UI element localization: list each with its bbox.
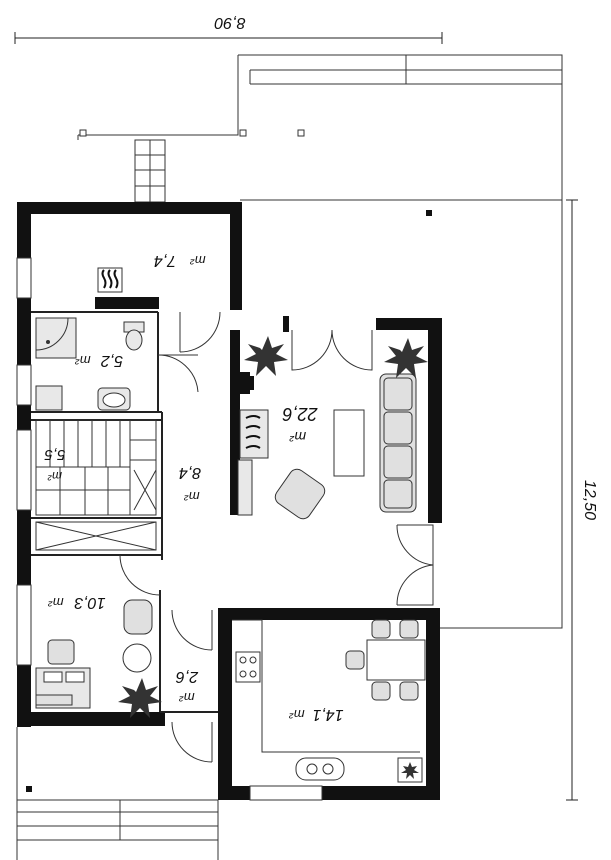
fireplace-icon xyxy=(239,409,269,459)
sink-icon xyxy=(295,757,345,781)
left-windows xyxy=(16,257,32,666)
armchair-icon xyxy=(274,468,326,520)
room-unit-office: m² xyxy=(48,595,64,610)
plant-icon xyxy=(118,678,162,718)
room-area-wc: 2,6 xyxy=(176,668,199,685)
chimney-grid xyxy=(134,139,166,203)
fireplace-bench xyxy=(237,459,253,516)
room-unit-stairs: m² xyxy=(47,469,62,483)
kitchen-window xyxy=(249,785,323,801)
round-table xyxy=(122,643,152,673)
room-area-utility: 7,4 xyxy=(154,252,176,269)
dining-table xyxy=(366,639,426,681)
column-marker xyxy=(426,210,432,216)
entrance-steps xyxy=(16,727,219,860)
room-unit-wc: m² xyxy=(179,690,195,705)
plant-icon xyxy=(244,336,428,378)
wardrobe-strip xyxy=(35,521,157,551)
column-marker xyxy=(26,786,32,792)
balcony-post xyxy=(79,129,87,137)
hob-icon xyxy=(235,651,261,683)
doors xyxy=(119,311,434,763)
height-label: 12,50 xyxy=(581,480,598,520)
dining-chair-icon xyxy=(345,619,419,701)
room-unit-hall: m² xyxy=(184,489,200,504)
sofa-icon xyxy=(379,373,417,513)
width-label: 8,90 xyxy=(214,14,245,31)
room-area-living: 22,6 xyxy=(282,404,319,424)
wall-segment xyxy=(95,297,159,309)
room-area-office: 10,3 xyxy=(74,594,105,611)
shower-tray xyxy=(35,317,77,359)
washbasin-icon xyxy=(97,387,131,411)
room-unit-bathroom: m² xyxy=(75,353,91,368)
room-area-bathroom: 5,2 xyxy=(101,352,123,369)
terrace-outline xyxy=(77,54,563,629)
balcony-post xyxy=(297,129,305,137)
room-unit-utility: m² xyxy=(190,253,206,268)
kitchen-counter xyxy=(232,619,420,753)
fridge-icon xyxy=(397,757,423,783)
dimension-right xyxy=(566,199,578,801)
office-chair-icon xyxy=(123,599,153,635)
desk-chair-icon xyxy=(47,639,75,665)
dimension-top xyxy=(14,32,443,44)
heater-icon xyxy=(97,267,123,293)
room-area-hall: 8,4 xyxy=(179,464,201,481)
walls xyxy=(17,202,442,800)
room-area-kitchen: 14,1 xyxy=(312,706,343,723)
staircase xyxy=(35,419,157,516)
office-side-unit xyxy=(35,694,73,706)
washing-machine xyxy=(35,385,63,411)
toilet-icon xyxy=(123,321,145,351)
balcony-post xyxy=(239,129,247,137)
room-unit-living: m² xyxy=(289,429,307,445)
room-area-stairs: 5,5 xyxy=(44,446,66,463)
coffee-table xyxy=(333,409,365,477)
room-unit-kitchen: m² xyxy=(289,707,305,722)
